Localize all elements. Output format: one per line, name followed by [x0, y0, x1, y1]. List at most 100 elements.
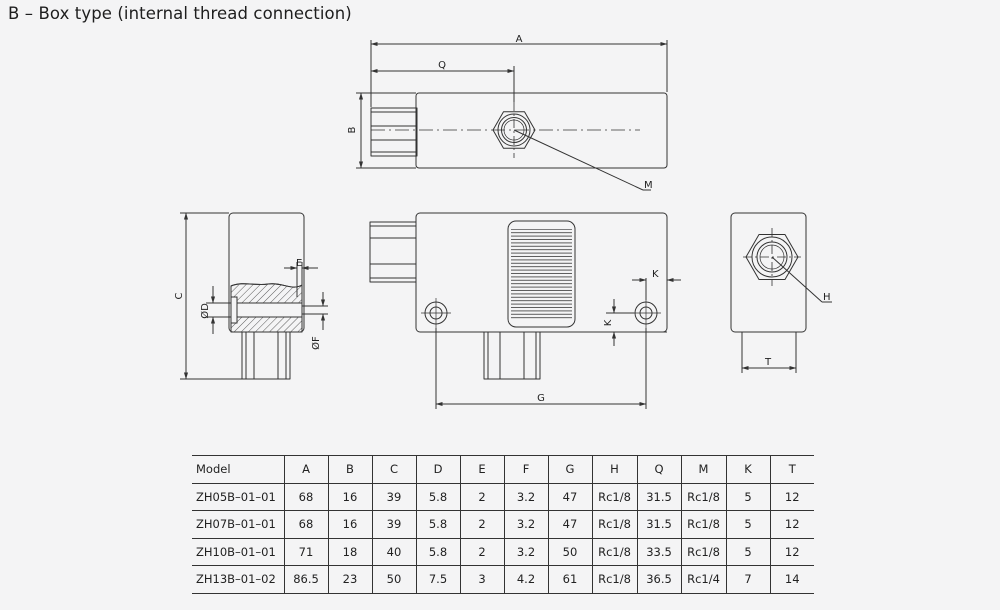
- table-cell: 5: [725, 510, 770, 539]
- table-cell: 12: [769, 483, 814, 511]
- table-row: ZH13B–01–02 86.5 23 50 7.5 3 4.2 61 Rc1/…: [192, 565, 814, 594]
- table-cell: 7: [725, 565, 770, 594]
- header-H: H: [591, 455, 637, 484]
- table-cell: 5: [725, 483, 770, 511]
- leader-H: [771, 256, 823, 303]
- table-cell: 12: [769, 538, 814, 566]
- header-G: G: [547, 455, 592, 484]
- table-cell: 3.2: [503, 538, 548, 566]
- table-row: ZH07B–01–01 68 16 39 5.8 2 3.2 47 Rc1/8 …: [192, 510, 814, 539]
- table-cell: ZH07B–01–01: [192, 510, 284, 539]
- front-view: [369, 212, 681, 409]
- dim-label-E: E: [296, 258, 302, 269]
- table-cell: 39: [371, 483, 416, 511]
- page-title: B – Box type (internal thread connection…: [8, 4, 352, 23]
- right-view-body: [730, 212, 807, 333]
- table-cell: ZH10B–01–01: [192, 538, 284, 566]
- table-cell: ZH05B–01–01: [192, 483, 284, 511]
- dim-label-C: C: [174, 292, 185, 299]
- dim-label-M: M: [644, 180, 653, 191]
- table-cell: 39: [371, 510, 416, 539]
- table-cell: 16: [327, 510, 372, 539]
- table-cell: Rc1/8: [591, 483, 637, 511]
- table-cell: 61: [547, 565, 592, 594]
- left-section-view: [180, 212, 328, 380]
- dim-label-H: H: [823, 292, 831, 303]
- table-cell: 5: [725, 538, 770, 566]
- table-cell: ZH13B–01–02: [192, 565, 284, 594]
- table-cell: 36.5: [636, 565, 681, 594]
- leader-M: [513, 129, 644, 191]
- table-cell: 4.2: [503, 565, 548, 594]
- table-cell: 50: [371, 565, 416, 594]
- header-model: Model: [192, 455, 284, 484]
- table-cell: 47: [547, 510, 592, 539]
- table-cell: 12: [769, 510, 814, 539]
- table-cell: 40: [371, 538, 416, 566]
- table-cell: Rc1/4: [680, 565, 726, 594]
- table-cell: Rc1/8: [680, 483, 726, 511]
- table-row: ZH10B–01–01 71 18 40 5.8 2 3.2 50 Rc1/8 …: [192, 538, 814, 566]
- header-T: T: [769, 455, 814, 484]
- table-cell: 5.8: [415, 538, 460, 566]
- table-cell: 3.2: [503, 483, 548, 511]
- dim-label-G: G: [537, 393, 545, 404]
- table-cell: 68: [283, 510, 328, 539]
- table-cell: Rc1/8: [680, 538, 726, 566]
- dim-label-Q: Q: [438, 60, 446, 71]
- header-M: M: [680, 455, 726, 484]
- table-cell: Rc1/8: [680, 510, 726, 539]
- header-B: B: [327, 455, 372, 484]
- table-cell: Rc1/8: [591, 510, 637, 539]
- table-cell: 18: [327, 538, 372, 566]
- table-cell: 31.5: [636, 510, 681, 539]
- top-view-connector: [370, 107, 418, 157]
- dim-label-T: T: [764, 357, 772, 368]
- header-E: E: [459, 455, 504, 484]
- table-header-row: Model A B C D E F G H Q M K T: [192, 455, 814, 484]
- header-D: D: [415, 455, 460, 484]
- right-view: [730, 212, 832, 373]
- top-view-body: [415, 92, 668, 169]
- header-Q: Q: [636, 455, 681, 484]
- top-port-hex-icon: [492, 102, 536, 158]
- table-cell: 50: [547, 538, 592, 566]
- header-F: F: [503, 455, 548, 484]
- dim-label-K-vertical: K: [603, 319, 614, 326]
- table-cell: 47: [547, 483, 592, 511]
- front-view-fitting: [483, 331, 541, 380]
- top-view: [356, 40, 668, 191]
- table-cell: Rc1/8: [591, 565, 637, 594]
- dim-label-K-horizontal: K: [652, 269, 659, 280]
- front-view-connector: [369, 221, 417, 283]
- table-cell: 5.8: [415, 483, 460, 511]
- header-C: C: [371, 455, 416, 484]
- table-cell: 5.8: [415, 510, 460, 539]
- knurled-indicator: [507, 220, 576, 328]
- dim-label-D: ØD: [199, 303, 211, 319]
- table-cell: 86.5: [283, 565, 328, 594]
- header-K: K: [725, 455, 770, 484]
- table-cell: 23: [327, 565, 372, 594]
- table-cell: 16: [327, 483, 372, 511]
- table-cell: 33.5: [636, 538, 681, 566]
- dim-label-F: ØF: [310, 336, 322, 350]
- left-view-fitting: [241, 331, 291, 380]
- table-cell: 7.5: [415, 565, 460, 594]
- table-cell: 68: [283, 483, 328, 511]
- table-cell: 2: [459, 483, 504, 511]
- table-cell: 14: [769, 565, 814, 594]
- table-cell: 2: [459, 538, 504, 566]
- table-cell: 2: [459, 510, 504, 539]
- header-A: A: [283, 455, 328, 484]
- dim-label-A: A: [516, 34, 523, 45]
- table-cell: 71: [283, 538, 328, 566]
- dim-label-B: B: [347, 126, 358, 133]
- technical-drawing: A Q B M C E ØD ØF K K G H T: [174, 34, 832, 409]
- table-cell: 31.5: [636, 483, 681, 511]
- table-cell: 3.2: [503, 510, 548, 539]
- mounting-hole-left-icon: [421, 298, 451, 328]
- table-row: ZH05B–01–01 68 16 39 5.8 2 3.2 47 Rc1/8 …: [192, 483, 814, 511]
- mounting-hole-right-icon: [631, 298, 661, 328]
- table-cell: 3: [459, 565, 504, 594]
